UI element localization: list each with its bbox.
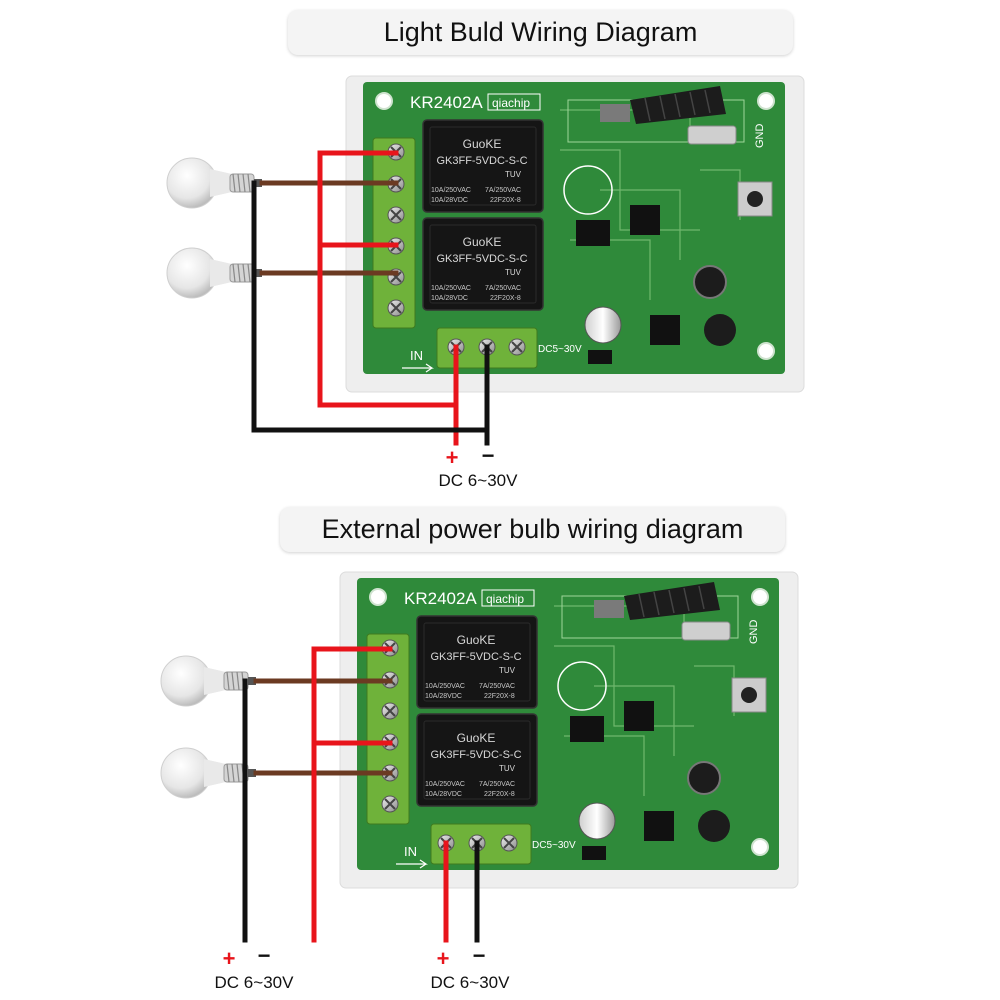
diagram1: KR2402A qiachip GND GuoKE GK3: [166, 75, 805, 490]
svg-text:10A/28VDC: 10A/28VDC: [431, 197, 468, 204]
capacitor: [687, 761, 721, 795]
ic-chip: [644, 811, 674, 841]
svg-text:TUV: TUV: [499, 764, 516, 773]
ic-chip: [576, 220, 610, 246]
relay-2: GuoKE GK3FF-5VDC-S-C TUV 10A/250VAC 10A/…: [422, 217, 544, 311]
buzzer-outline: [563, 165, 613, 215]
svg-text:GuoKE: GuoKE: [463, 235, 502, 249]
negative-wire: [251, 180, 490, 433]
svg-text:GuoKE: GuoKE: [463, 137, 502, 151]
svg-text:TUV: TUV: [505, 268, 522, 277]
diagram2: KR2402A qiachip GND GuoKE GK3FF-5VDC-S-C…: [160, 571, 799, 992]
diagram2-title: External power bulb wiring diagram: [280, 507, 785, 552]
svg-text:GK3FF-5VDC-S-C: GK3FF-5VDC-S-C: [436, 253, 527, 265]
inductor: [704, 314, 736, 346]
ic-chip: [570, 716, 604, 742]
svg-text:10A/250VAC: 10A/250VAC: [431, 187, 471, 194]
ic-chip: [624, 701, 654, 731]
relay-2: GuoKE GK3FF-5VDC-S-C TUV 10A/250VAC 10A/…: [416, 713, 538, 807]
ic-chip: [650, 315, 680, 345]
light-bulb-1: [160, 655, 257, 707]
svg-text:10A/28VDC: 10A/28VDC: [425, 791, 462, 798]
mount-hole-icon: [757, 342, 775, 360]
svg-text:10A/250VAC: 10A/250VAC: [425, 781, 465, 788]
svg-text:22F20X-8: 22F20X-8: [484, 693, 515, 700]
mount-hole-icon: [369, 588, 387, 606]
svg-text:22F20X-8: 22F20X-8: [484, 791, 515, 798]
svg-text:10A/28VDC: 10A/28VDC: [431, 295, 468, 302]
plus-symbol: +: [446, 445, 459, 470]
diagram1-title: Light Buld Wiring Diagram: [288, 10, 793, 55]
svg-text:GK3FF-5VDC-S-C: GK3FF-5VDC-S-C: [430, 651, 521, 663]
board-model-label: KR2402A: [404, 589, 477, 608]
external-positive-wire: [311, 646, 393, 943]
light-bulb-1: [166, 157, 263, 209]
svg-text:GK3FF-5VDC-S-C: GK3FF-5VDC-S-C: [430, 749, 521, 761]
relay-1: GuoKE GK3FF-5VDC-S-C TUV 10A/250VAC 10A/…: [416, 615, 538, 709]
svg-text:10A/28VDC: 10A/28VDC: [425, 693, 462, 700]
svg-text:7A/250VAC: 7A/250VAC: [485, 187, 521, 194]
output-terminal-block: [372, 137, 416, 329]
svg-text:7A/250VAC: 7A/250VAC: [485, 285, 521, 292]
inductor: [698, 810, 730, 842]
svg-text:GuoKE: GuoKE: [457, 731, 496, 745]
light-bulb-2: [166, 247, 263, 299]
input-label: IN: [404, 844, 417, 859]
svg-text:7A/250VAC: 7A/250VAC: [479, 683, 515, 690]
mount-hole-icon: [751, 838, 769, 856]
svg-text:7A/250VAC: 7A/250VAC: [479, 781, 515, 788]
ic-chip: [630, 205, 660, 235]
svg-text:10A/250VAC: 10A/250VAC: [425, 683, 465, 690]
mount-hole-icon: [375, 92, 393, 110]
svg-text:TUV: TUV: [505, 170, 522, 179]
svg-text:GuoKE: GuoKE: [457, 633, 496, 647]
board-brand-label: qiachip: [486, 592, 524, 606]
supply-label: DC 6~30V: [439, 471, 519, 490]
svg-text:22F20X-8: 22F20X-8: [490, 197, 521, 204]
minus-symbol: −: [473, 943, 486, 968]
minus-symbol: −: [482, 443, 495, 468]
dc-input-label: DC5~30V: [532, 840, 576, 851]
ext-supply-label: DC 6~30V: [215, 973, 295, 992]
capacitor: [693, 265, 727, 299]
svg-text:TUV: TUV: [499, 666, 516, 675]
push-button: [731, 677, 767, 713]
svg-text:22F20X-8: 22F20X-8: [490, 295, 521, 302]
light-bulb-2: [160, 747, 257, 799]
capacitor: [584, 306, 622, 344]
mount-hole-icon: [757, 92, 775, 110]
svg-text:10A/250VAC: 10A/250VAC: [431, 285, 471, 292]
ext-minus-symbol: −: [258, 943, 271, 968]
board-model-label: KR2402A: [410, 93, 483, 112]
ext-plus-symbol: +: [223, 946, 236, 971]
supply-label: DC 6~30V: [431, 973, 511, 992]
gnd-label: GND: [748, 620, 760, 645]
buzzer-outline: [557, 661, 607, 711]
dc-input-label: DC5~30V: [538, 344, 582, 355]
gnd-label: GND: [754, 124, 766, 149]
mount-hole-icon: [751, 588, 769, 606]
output-terminal-block: [366, 633, 410, 825]
capacitor: [578, 802, 616, 840]
relay-1: GuoKE GK3FF-5VDC-S-C TUV 10A/250VAC 10A/…: [422, 119, 544, 213]
svg-text:GK3FF-5VDC-S-C: GK3FF-5VDC-S-C: [436, 155, 527, 167]
plus-symbol: +: [437, 946, 450, 971]
board-brand-label: qiachip: [492, 96, 530, 110]
input-label: IN: [410, 348, 423, 363]
